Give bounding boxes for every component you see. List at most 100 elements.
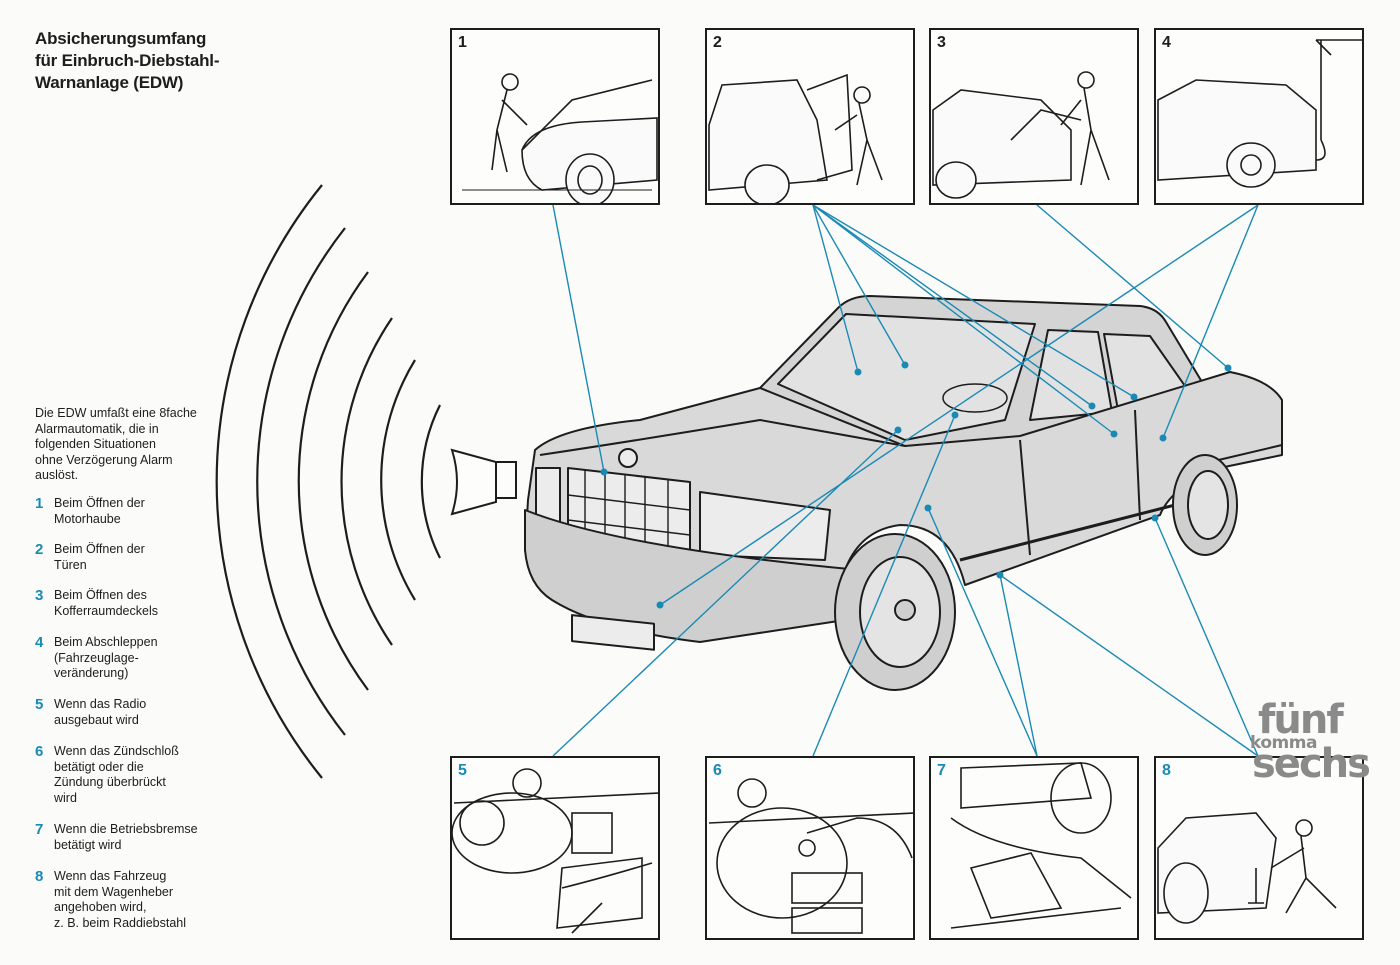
- hood-star-icon: [618, 448, 638, 468]
- sensor-dot: [854, 368, 862, 376]
- legend-text: Beim Öffnen der Türen: [54, 542, 145, 573]
- trunk-open-illustration: [932, 71, 1110, 199]
- intro-line: auslöst.: [35, 468, 79, 483]
- legend-item-2: 2 Beim Öffnen der Türen: [35, 541, 145, 573]
- connector-lines: [552, 204, 1259, 757]
- sensor-dot: [1151, 514, 1159, 522]
- front-bumper: [524, 509, 861, 643]
- legend-line: Beim Abschleppen: [54, 635, 158, 649]
- brake-pedal-illustration: [950, 762, 1132, 929]
- intro-line: folgenden Situationen: [35, 437, 156, 452]
- sound-wave: [420, 404, 441, 559]
- sensor-dot: [924, 504, 932, 512]
- legend-item-4: 4 Beim Abschleppen (Fahrzeuglage- veränd…: [35, 635, 158, 682]
- legend-line: betätigt wird: [54, 837, 122, 852]
- legend-line: betätigt oder die: [54, 759, 144, 774]
- legend-item-3: 3 Beim Öffnen des Kofferraumdeckels: [35, 587, 158, 619]
- legend-line: angehoben wird,: [54, 900, 147, 915]
- sensor-dot: [600, 468, 608, 476]
- legend-line: Wenn das Zündschloß: [54, 744, 179, 758]
- sensor-dot: [951, 411, 959, 419]
- panel-number: 6: [713, 762, 722, 779]
- legend-line: Türen: [54, 557, 87, 572]
- sensor-dot: [996, 571, 1004, 579]
- license-plate: [571, 614, 655, 651]
- sound-waves: [215, 184, 441, 779]
- sound-wave: [256, 227, 346, 736]
- title-line-2: für Einbruch-Diebstahl-: [35, 51, 220, 70]
- sensor-dot: [1159, 434, 1167, 442]
- legend-line: Beim Öffnen der: [54, 496, 145, 510]
- intro-line: Die EDW umfaßt eine 8fache: [35, 406, 197, 420]
- page-title: Absicherungsumfang für Einbruch-Diebstah…: [35, 28, 295, 94]
- sound-wave: [380, 359, 416, 601]
- panel-number: 4: [1162, 34, 1171, 51]
- panel-number: 5: [458, 762, 467, 779]
- legend-line: wird: [54, 790, 77, 805]
- legend-text: Beim Abschleppen (Fahrzeuglage- veränder…: [54, 635, 158, 682]
- legend-line: Wenn das Fahrzeug: [54, 869, 167, 883]
- panel-number: 2: [713, 34, 722, 51]
- tow-truck-illustration: [1157, 39, 1362, 188]
- legend-number: 5: [35, 696, 44, 713]
- legend-number: 4: [35, 634, 44, 651]
- legend-text: Beim Öffnen des Kofferraumdeckels: [54, 588, 158, 619]
- legend-line: z. B. beim Raddiebstahl: [54, 915, 187, 930]
- panel-number: 7: [937, 762, 946, 779]
- legend-line: ausgebaut wird: [54, 712, 139, 727]
- panel-2-doors: 2: [705, 28, 915, 205]
- legend-line: Zündung überbrückt: [54, 775, 166, 790]
- legend-line: Beim Öffnen der: [54, 542, 145, 556]
- legend-line: veränderung): [54, 666, 129, 681]
- panel-5-radio: 5: [450, 756, 660, 940]
- legend-line: Beim Öffnen des: [54, 588, 147, 602]
- sound-wave: [340, 317, 393, 646]
- front-wheel: [834, 533, 956, 691]
- panel-1-hood: 1: [450, 28, 660, 205]
- watermark-logo: fünf komma sechs: [1250, 700, 1400, 790]
- sensor-dot: [1130, 393, 1138, 401]
- watermark-line-2: komma: [1250, 733, 1317, 753]
- panel-7-brake: 7: [929, 756, 1139, 940]
- legend-number: 7: [35, 821, 44, 838]
- legend-number: 2: [35, 541, 44, 558]
- sound-wave: [297, 271, 369, 691]
- title-line-1: Absicherungsumfang: [35, 29, 207, 48]
- sensor-dot: [901, 361, 909, 369]
- panel-8-jack: 8: [1154, 756, 1364, 940]
- legend-number: 8: [35, 868, 44, 885]
- legend-number: 1: [35, 495, 44, 512]
- sensor-dot: [1110, 430, 1118, 438]
- legend-line: (Fahrzeuglage-: [54, 650, 139, 665]
- legend-text: Wenn das Fahrzeug mit dem Wagenheber ang…: [54, 869, 186, 931]
- legend-text: Wenn das Zündschloß betätigt oder die Zü…: [54, 744, 179, 806]
- legend-text: Beim Öffnen der Motorhaube: [54, 496, 145, 527]
- watermark-line-3: sechs: [1252, 741, 1371, 787]
- legend-number: 6: [35, 743, 44, 760]
- panel-number: 1: [458, 34, 467, 51]
- intro-line: ohne Verzögerung Alarm: [35, 452, 173, 467]
- sound-wave: [215, 184, 323, 779]
- windshield: [777, 313, 1036, 441]
- front-side-window: [1029, 329, 1113, 421]
- hood-open-illustration: [462, 73, 658, 203]
- watermark-line-1: fünf: [1258, 697, 1344, 743]
- panel-3-trunk: 3: [929, 28, 1139, 205]
- panel-number: 8: [1162, 762, 1171, 779]
- legend-item-1: 1 Beim Öffnen der Motorhaube: [35, 495, 145, 527]
- title-line-3: Warnanlage (EDW): [35, 73, 184, 92]
- sensor-dot: [894, 426, 902, 434]
- siren-icon: [450, 448, 517, 516]
- ignition-illustration: [708, 778, 913, 934]
- legend-line: Motorhaube: [54, 511, 121, 526]
- rear-wheel: [1172, 454, 1238, 556]
- legend-line: Wenn das Radio: [54, 697, 147, 711]
- legend-item-7: 7 Wenn die Betriebsbremse betätigt wird: [35, 821, 198, 853]
- radio-removal-illustration: [452, 768, 658, 934]
- panel-6-ignition: 6: [705, 756, 915, 940]
- intro-paragraph: Die EDW umfaßt eine 8fache Alarmautomati…: [35, 406, 225, 484]
- legend-item-8: 8 Wenn das Fahrzeug mit dem Wagenheber a…: [35, 868, 186, 931]
- legend-item-6: 6 Wenn das Zündschloß betätigt oder die …: [35, 743, 179, 806]
- headlight: [699, 491, 831, 561]
